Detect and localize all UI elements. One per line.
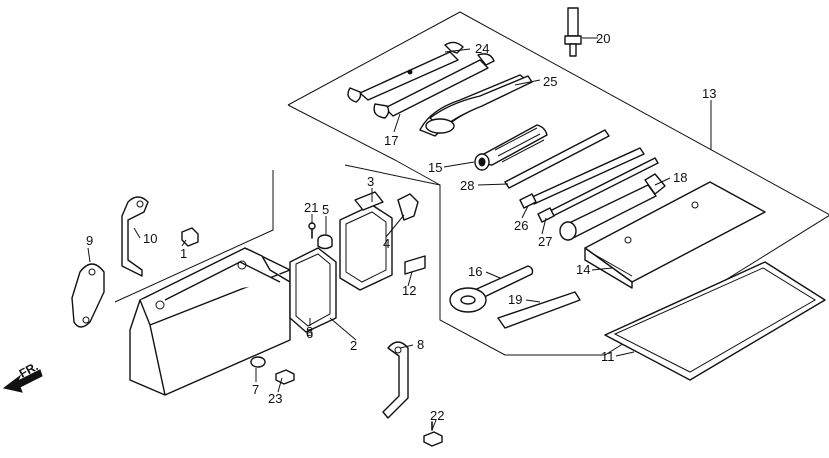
front-direction-arrow bbox=[2, 369, 43, 393]
label-28: 28 bbox=[460, 178, 474, 193]
label-12: 12 bbox=[402, 283, 416, 298]
extension-bar-28 bbox=[504, 129, 610, 189]
bracket-8 bbox=[382, 341, 409, 419]
label-21: 21 bbox=[304, 200, 318, 215]
label-15: 15 bbox=[428, 160, 442, 175]
label-26: 26 bbox=[514, 218, 528, 233]
label-13: 13 bbox=[702, 86, 716, 101]
pliers-25 bbox=[419, 74, 533, 137]
label-19: 19 bbox=[508, 292, 522, 307]
tool-box-outline bbox=[114, 164, 441, 303]
label-8a: 8 bbox=[306, 324, 313, 339]
label-23: 23 bbox=[268, 391, 282, 406]
bolt-20 bbox=[564, 7, 582, 57]
label-25: 25 bbox=[543, 74, 557, 89]
screwdriver-26 bbox=[519, 147, 645, 209]
screwdriver-15 bbox=[474, 124, 548, 171]
leader-lines bbox=[87, 37, 712, 431]
bolt-22 bbox=[423, 421, 443, 447]
label-11: 11 bbox=[601, 349, 615, 364]
label-8b: 8 bbox=[417, 337, 424, 352]
lid-3 bbox=[339, 191, 393, 291]
label-16: 16 bbox=[468, 264, 482, 279]
label-6: 6 bbox=[306, 326, 313, 341]
stay-9 bbox=[71, 263, 105, 328]
label-10: 10 bbox=[143, 231, 157, 246]
label-1: 1 bbox=[180, 246, 187, 261]
wrench-17 bbox=[373, 53, 495, 119]
grommet-5 bbox=[317, 234, 333, 250]
label-5: 5 bbox=[322, 202, 329, 217]
label-24: 24 bbox=[475, 41, 489, 56]
collar-7 bbox=[250, 356, 266, 368]
label-2: 2 bbox=[350, 338, 357, 353]
tool-box-2 bbox=[129, 247, 291, 396]
label-27: 27 bbox=[538, 234, 552, 249]
tool-case-11 bbox=[604, 261, 826, 381]
bracket-10 bbox=[121, 196, 149, 277]
screwdriver-27 bbox=[537, 157, 659, 223]
label-7: 7 bbox=[252, 382, 259, 397]
bolt-23 bbox=[275, 369, 295, 385]
label-9: 9 bbox=[86, 233, 93, 248]
bar-19 bbox=[497, 291, 581, 329]
label-20: 20 bbox=[596, 31, 610, 46]
label-4: 4 bbox=[383, 236, 390, 251]
label-18: 18 bbox=[673, 170, 687, 185]
latch-4 bbox=[397, 193, 419, 221]
gasket-8 bbox=[289, 247, 337, 333]
label-12 bbox=[404, 255, 426, 275]
label-14: 14 bbox=[576, 262, 590, 277]
label-17: 17 bbox=[384, 133, 398, 148]
wrench-24 bbox=[347, 41, 464, 103]
label-22: 22 bbox=[430, 408, 444, 423]
label-3: 3 bbox=[367, 174, 374, 189]
nut-1 bbox=[181, 227, 199, 247]
screw-21 bbox=[308, 222, 316, 239]
plug-wrench-18 bbox=[559, 173, 666, 241]
handle-16 bbox=[449, 265, 534, 313]
